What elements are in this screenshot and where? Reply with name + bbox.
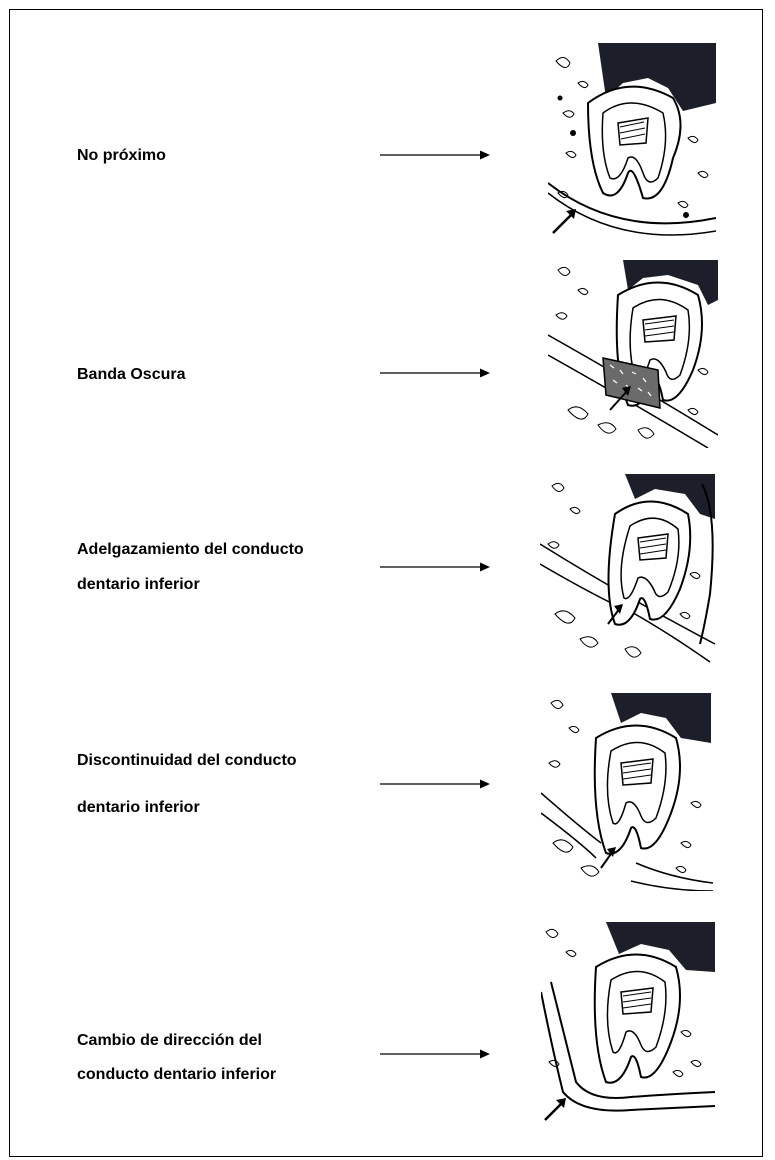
tooth-canal-distant-illustration [548, 43, 716, 236]
arrow-icon [380, 149, 490, 161]
arrow-icon [380, 561, 490, 573]
label-banda-oscura: Banda Oscura [77, 366, 185, 384]
tooth-canal-narrowing-illustration [540, 474, 718, 666]
label-discontinuidad-line2: dentario inferior [77, 799, 200, 817]
label-adelgazamiento-line1: Adelgazamiento del conducto [77, 541, 304, 559]
arrow-icon [380, 1048, 490, 1060]
label-cambio-direccion-line2: conducto dentario inferior [77, 1066, 276, 1084]
tooth-canal-interruption-illustration [541, 693, 713, 891]
arrow-icon [380, 367, 490, 379]
label-cambio-direccion-line1: Cambio de dirección del [77, 1032, 262, 1050]
tooth-canal-diversion-illustration [541, 922, 715, 1122]
arrow-icon [380, 778, 490, 790]
label-discontinuidad-line1: Discontinuidad del conducto [77, 752, 297, 770]
label-adelgazamiento-line2: dentario inferior [77, 576, 200, 594]
tooth-dark-band-illustration [548, 260, 718, 448]
label-no-proximo: No próximo [77, 147, 166, 165]
